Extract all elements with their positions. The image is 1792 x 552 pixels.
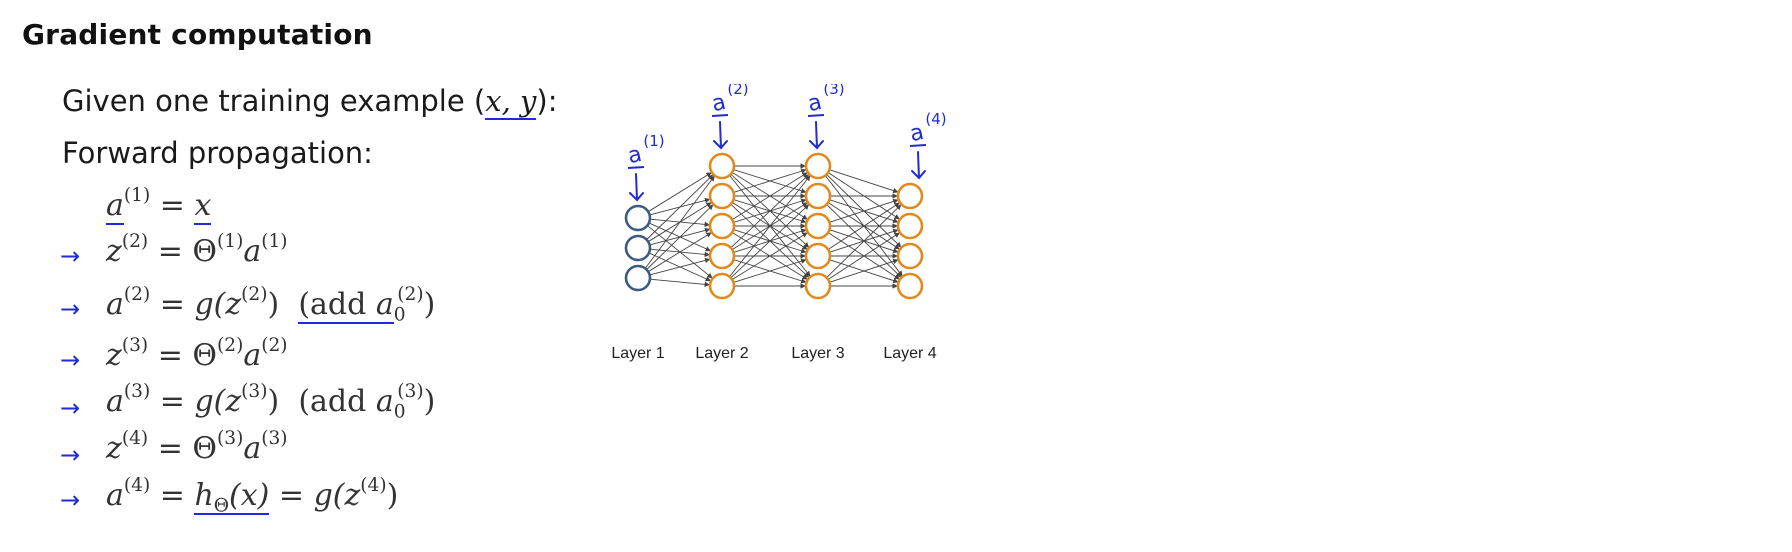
network-edge — [827, 202, 900, 250]
annotation-down-arrow — [629, 173, 644, 202]
equation-z2: z(2) = Θ(1)a(1) — [106, 231, 288, 269]
annotation-down-arrow — [911, 151, 926, 180]
annotation-down-arrow — [809, 121, 824, 150]
network-unit — [896, 272, 924, 300]
network-edge — [829, 258, 899, 283]
network-unit — [708, 182, 736, 210]
activation-letter: a — [908, 120, 926, 147]
activation-letter: a — [626, 142, 644, 169]
equation-z3: z(3) = Θ(2)a(2) — [106, 335, 288, 373]
activation-superscript: (2) — [727, 84, 748, 98]
network-edge — [731, 172, 808, 221]
network-unit — [896, 212, 924, 240]
activation-superscript: (4) — [925, 110, 946, 128]
given-vars: x, y — [485, 84, 537, 120]
network-unit — [624, 264, 652, 292]
layer-label: Layer 1 — [611, 345, 664, 362]
slide-title: Gradient computation — [22, 18, 373, 51]
equation-a2: a(2) = g(z(2)) (add a0(2)) — [106, 284, 436, 326]
layer-label: Layer 2 — [695, 345, 748, 362]
network-edge — [829, 169, 899, 194]
annotation-arrow: → — [60, 346, 81, 374]
network-edge — [829, 198, 899, 223]
annotation-arrow: → — [60, 441, 81, 469]
layer-label: Layer 4 — [883, 345, 936, 362]
network-unit — [804, 242, 832, 270]
network-edge — [733, 168, 807, 193]
annotation-underline — [711, 114, 729, 117]
equation-a4: a(4) = hΘ(x) = g(z(4)) — [106, 475, 399, 517]
equation-a1: a(1) = x — [106, 185, 212, 225]
network-unit — [804, 212, 832, 240]
activation-annotation: a(1) — [626, 132, 665, 202]
annotation-arrow: → — [60, 295, 81, 323]
network-edge — [646, 174, 714, 240]
network-edge — [647, 232, 712, 273]
network-unit — [804, 152, 832, 180]
network-unit — [708, 272, 736, 300]
network-edge — [731, 232, 808, 281]
network-edge — [644, 175, 715, 269]
network-unit — [708, 152, 736, 180]
annotation-down-arrow — [713, 121, 728, 150]
activation-annotation: a(3) — [806, 84, 845, 150]
network-edge — [827, 232, 900, 280]
activation-annotation: a(4) — [908, 110, 947, 180]
network-unit — [896, 242, 924, 270]
annotation-arrow: → — [60, 394, 81, 422]
annotation-underline — [807, 114, 825, 117]
activation-annotation: a(2) — [710, 84, 749, 150]
network-edge — [649, 257, 711, 276]
given-line: Given one training example (x, y): — [62, 84, 558, 120]
network-unit — [708, 212, 736, 240]
hypothesis-term: hΘ(x) — [194, 478, 270, 517]
activation-superscript: (1) — [643, 132, 664, 150]
annotation-underline — [909, 144, 927, 147]
annotation-arrow: → — [60, 242, 81, 270]
annotation-arrow: → — [60, 486, 81, 514]
given-end: ): — [536, 84, 558, 118]
network-unit — [804, 182, 832, 210]
network-edge — [729, 175, 811, 277]
activation-letter: a — [710, 90, 728, 117]
given-text: Given one training example ( — [62, 84, 486, 118]
equation-z4: z(4) = Θ(3)a(3) — [106, 428, 288, 466]
activation-superscript: (3) — [823, 84, 844, 98]
network-edge — [730, 204, 810, 279]
network-unit — [804, 272, 832, 300]
network-edge — [649, 278, 710, 288]
forward-propagation-label: Forward propagation: — [62, 136, 373, 170]
neural-network-diagram: Layer 1a(1)Layer 2a(2)Layer 3a(3)Layer 4… — [611, 84, 947, 362]
layer-label: Layer 3 — [791, 345, 844, 362]
network-unit — [896, 182, 924, 210]
network-unit — [624, 234, 652, 262]
network-unit — [708, 242, 736, 270]
network-edge — [647, 172, 712, 213]
activation-letter: a — [806, 90, 824, 117]
network-edge — [826, 204, 902, 278]
annotation-underline — [627, 166, 645, 169]
network-unit — [624, 204, 652, 232]
equation-a3: a(3) = g(z(3)) (add a0(3)) — [106, 381, 436, 423]
network-edge — [730, 174, 810, 249]
network-edge — [646, 204, 714, 270]
network-edge — [733, 258, 807, 283]
